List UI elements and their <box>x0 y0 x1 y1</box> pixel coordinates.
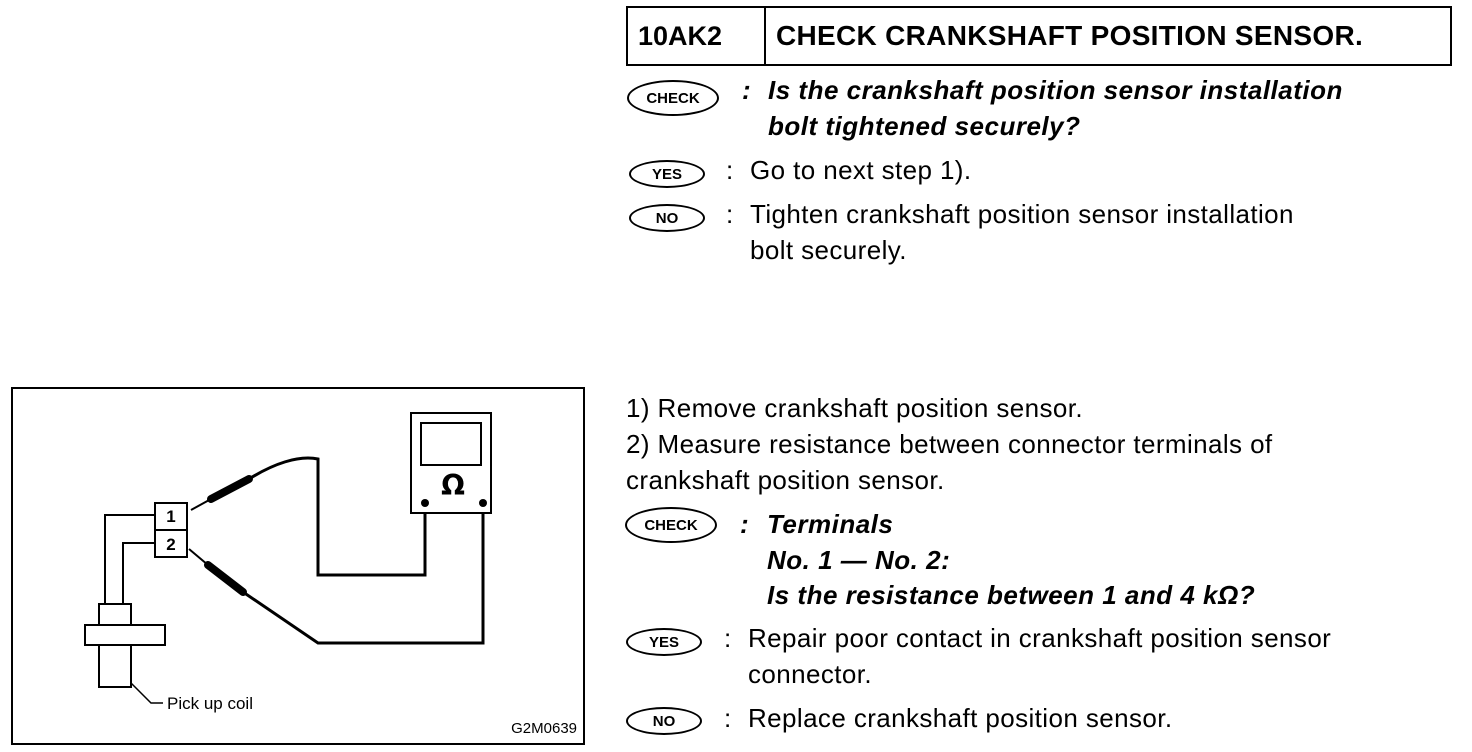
wiring-diagram: 1 2 Ω Pick up coil G2M0639 <box>84 412 577 737</box>
check2-line3: Is the resistance between 1 and 4 kΩ? <box>767 580 1256 610</box>
wiring-figure: 1 2 Ω Pick up coil G2M0639 <box>11 387 585 745</box>
probe-2 <box>204 561 247 596</box>
procedure-step2-line1: 2) Measure resistance between connector … <box>626 429 1273 459</box>
yes-answer-2-line1: Repair poor contact in crankshaft positi… <box>748 623 1332 653</box>
step-header: 10AK2 CHECK CRANKSHAFT POSITION SENSOR. <box>626 6 1452 66</box>
pick-up-coil <box>98 644 132 688</box>
no-badge: NO <box>629 204 705 232</box>
no-answer-2: Replace crankshaft position sensor. <box>748 703 1173 733</box>
no-colon-2: : <box>724 703 732 733</box>
no-colon: : <box>726 199 734 229</box>
check-badge: CHECK <box>627 80 719 116</box>
no-answer-line2: bolt securely. <box>750 235 907 265</box>
sensor-wire-1 <box>104 514 155 604</box>
lead-2 <box>242 503 485 645</box>
terminal-1-label: 1 <box>166 507 175 526</box>
lead-1 <box>248 456 427 577</box>
sensor-wire-2 <box>122 542 155 604</box>
pick-up-coil-label: Pick up coil <box>167 694 253 713</box>
terminal-2-label: 2 <box>166 535 175 554</box>
no-answer-line1: Tighten crankshaft position sensor insta… <box>750 199 1294 229</box>
meter-terminal-right <box>479 499 487 507</box>
yes-colon-2: : <box>724 623 732 653</box>
figure-code: G2M0639 <box>511 720 577 737</box>
check2-line1: Terminals <box>767 509 894 539</box>
yes-answer-2-line2: connector. <box>748 659 872 689</box>
coil-leader <box>130 682 163 704</box>
yes-badge: YES <box>629 160 705 188</box>
check2-line2: No. 1 — No. 2: <box>767 545 951 575</box>
ohm-symbol: Ω <box>441 469 465 502</box>
no-badge-2: NO <box>626 707 702 735</box>
check-badge-2: CHECK <box>625 507 717 543</box>
yes-colon: : <box>726 155 734 185</box>
step-id: 10AK2 <box>628 8 766 64</box>
probe-1 <box>207 475 253 503</box>
meter-terminal-left <box>421 499 429 507</box>
check-question-line1: Is the crankshaft position sensor instal… <box>768 75 1343 105</box>
yes-badge-2: YES <box>626 628 702 656</box>
check-question-line2: bolt tightened securely? <box>768 111 1081 141</box>
procedure-step2-line2: crankshaft position sensor. <box>626 465 945 495</box>
procedure-step1: 1) Remove crankshaft position sensor. <box>626 393 1084 423</box>
check-colon: : <box>742 75 751 105</box>
check-colon-2: : <box>740 509 749 539</box>
step-title: CHECK CRANKSHAFT POSITION SENSOR. <box>776 20 1364 51</box>
sensor-flange <box>84 624 166 646</box>
ohmmeter-display <box>420 422 482 466</box>
yes-answer: Go to next step 1). <box>750 155 972 185</box>
